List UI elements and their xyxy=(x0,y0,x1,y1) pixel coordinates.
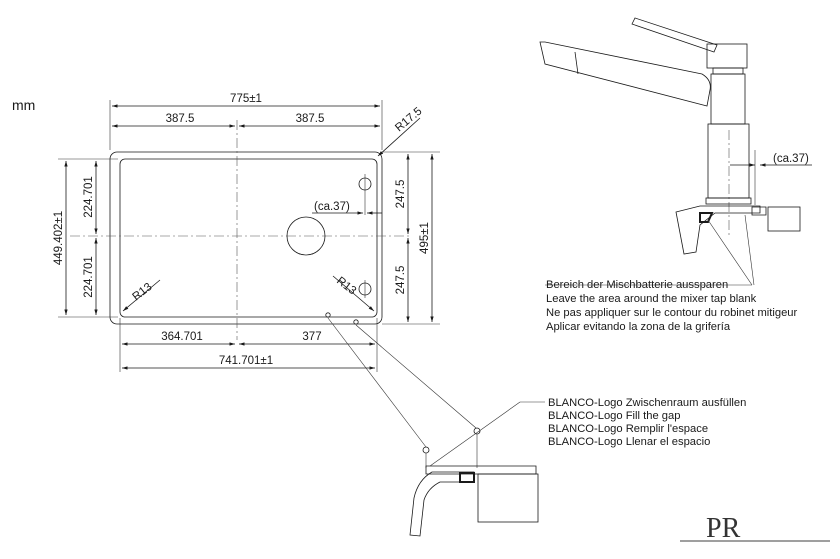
left-dimensions: 449.402±1 224.701 224.701 xyxy=(53,158,118,318)
brand-mark: PR xyxy=(706,513,741,544)
dim-bowl-half-bottom: 224.701 xyxy=(83,256,95,298)
dim-bottom-left: 364.701 xyxy=(161,331,203,343)
sink-outer-contour xyxy=(109,151,383,325)
note-logo-fr: BLANCO-Logo Remplir l'espace xyxy=(548,423,708,435)
dim-faucet-offset: (ca.37) xyxy=(773,153,809,165)
dim-tap-offset: (ca.37) xyxy=(314,201,350,213)
note-mixer-de: Bereich der Mischbatterie aussparen xyxy=(546,279,728,291)
sink-inner-bowl xyxy=(119,158,378,318)
dim-bowl-width: 741.701±1 xyxy=(219,355,273,367)
right-dimensions: 247.5 247.5 495±1 (ca.37) xyxy=(312,151,440,325)
note-mixer-en: Leave the area around the mixer tap blan… xyxy=(546,293,757,305)
radius-labels: R13 R13 xyxy=(122,275,375,312)
dim-half-right: 387.5 xyxy=(296,113,325,125)
sink-plan xyxy=(70,120,410,340)
dim-overall-width: 775±1 xyxy=(230,93,262,105)
mixer-tap-icon: (ca.37) xyxy=(539,17,812,286)
dim-right-half-top: 247.5 xyxy=(395,180,407,209)
dim-right-half-bottom: 247.5 xyxy=(395,266,407,295)
logo-gap-notes: BLANCO-Logo Zwischenraum ausfüllen BLANC… xyxy=(548,397,746,448)
mixer-area-notes: Bereich der Mischbatterie aussparen Leav… xyxy=(546,279,798,333)
dim-bottom-right: 377 xyxy=(302,331,321,343)
dim-overall-height: 495±1 xyxy=(419,222,431,254)
bottom-dimensions: 364.701 377 741.701±1 xyxy=(119,318,378,372)
note-mixer-fr: Ne pas appliquer sur le contour du robin… xyxy=(546,307,798,319)
note-logo-de: BLANCO-Logo Zwischenraum ausfüllen xyxy=(548,397,746,409)
note-mixer-es: Aplicar evitando la zona de la grifería xyxy=(546,321,731,333)
logo-point-b xyxy=(353,319,359,325)
dim-half-left: 387.5 xyxy=(166,113,195,125)
dim-corner-outer-radius: R17.5 xyxy=(393,105,424,134)
note-logo-en: BLANCO-Logo Fill the gap xyxy=(548,410,680,422)
logo-section-detail xyxy=(327,317,545,537)
dim-corner-inner-radius-left: R13 xyxy=(130,281,154,303)
pr-monogram-logo: PR xyxy=(680,513,830,544)
logo-point-a xyxy=(325,312,331,318)
drain-circle xyxy=(286,216,326,256)
dim-bowl-half-top: 224.701 xyxy=(83,176,95,218)
note-logo-es: BLANCO-Logo Llenar el espacio xyxy=(548,436,710,448)
dim-bowl-height: 449.402±1 xyxy=(53,211,65,265)
top-dimensions: 775±1 387.5 387.5 R17.5 xyxy=(109,93,424,157)
unit-label: mm xyxy=(12,97,35,113)
